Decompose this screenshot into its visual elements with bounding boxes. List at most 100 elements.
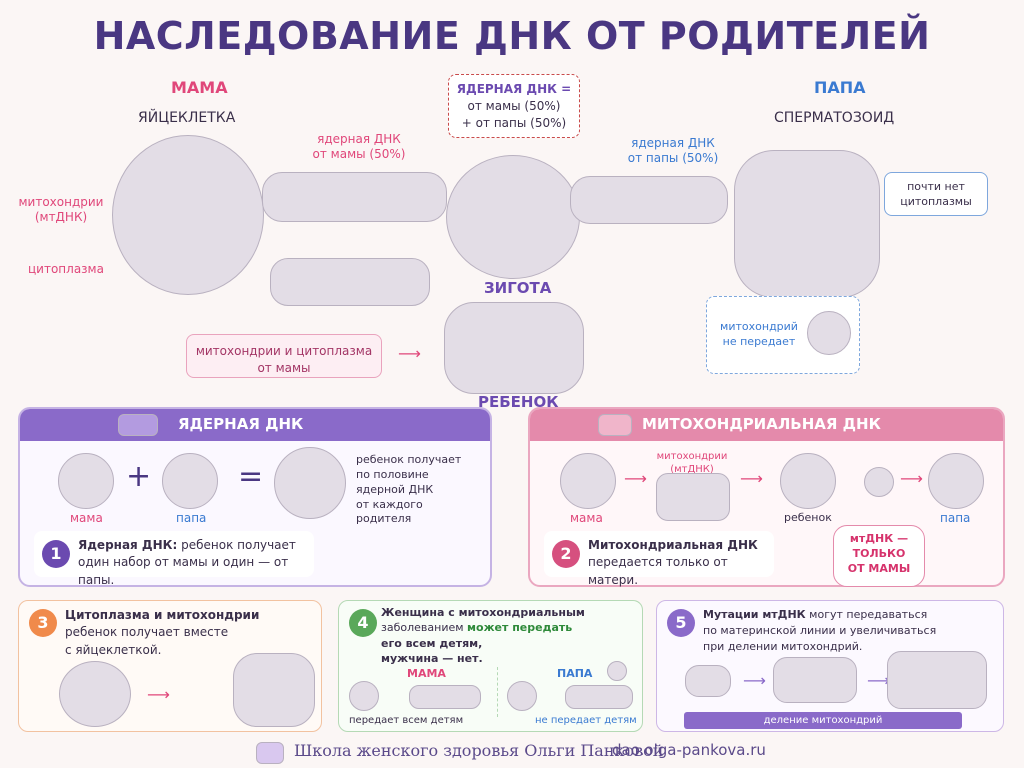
mother-caption: мама — [70, 511, 103, 525]
equals-sign: = — [238, 459, 264, 494]
egg-cell-label: ЯЙЦЕКЛЕТКА — [138, 110, 236, 126]
fact-2-text: передается только от матери. — [588, 555, 728, 587]
father-avatar — [928, 453, 984, 509]
fact-number-4: 4 — [349, 609, 377, 637]
fact-3-rest: ребенок получает вместе с яйцеклеткой. — [65, 625, 229, 657]
maternal-dna-image — [262, 172, 447, 222]
mother-avatar — [560, 453, 616, 509]
zygote-label: ЗИГОТА — [484, 279, 552, 297]
arrow-icon: ⟶ — [740, 469, 763, 488]
fact-3-text: Цитоплазма и митохондрии ребенок получае… — [65, 607, 315, 659]
dna-icon — [118, 414, 158, 436]
mito-group-image — [773, 657, 857, 703]
arrow-icon: ⟶ — [743, 671, 766, 690]
formula-line1: от мамы (50%) — [467, 98, 561, 113]
mitochondrion-image — [685, 665, 731, 697]
mitochondria-icon — [598, 414, 632, 436]
fact-4-text: Женщина с митохондриальным заболеванием … — [381, 605, 637, 667]
fact-number-2: 2 — [552, 540, 580, 568]
nuclear-panel-title: ЯДЕРНАЯ ДНК — [178, 415, 304, 433]
papa-label: ПАПА — [814, 78, 866, 97]
egg-cell-small-image — [59, 661, 131, 727]
mother-caption: мама — [570, 511, 603, 525]
cyto-label: цитоплазма — [28, 262, 104, 276]
no-mito-icon — [607, 661, 627, 681]
fact-4-line2: заболеванием — [381, 621, 468, 635]
mito-label: митохондрии (мтДНК) — [18, 195, 104, 224]
child-label: РЕБЕНОК — [478, 393, 559, 411]
box4-papa-sub: не передает детям — [535, 715, 637, 726]
fact-number-1: 1 — [42, 540, 70, 568]
formula-line2: + от папы (50%) — [461, 115, 567, 130]
fact-box-5: 5 Мутации мтДНК могут передаваться по ма… — [656, 600, 1004, 732]
page-title: НАСЛЕДОВАНИЕ ДНК ОТ РОДИТЕЛЕЙ — [93, 14, 931, 58]
fact-1: 1 Ядерная ДНК: ребенок получает один наб… — [34, 531, 314, 587]
children-group-image — [409, 685, 481, 709]
fact-box-4: 4 Женщина с митохондриальным заболевание… — [338, 600, 643, 732]
mito-only-mother-badge: мтДНК — ТОЛЬКО ОТ МАМЫ — [833, 525, 925, 587]
fact-4-bold: Женщина с митохондриальным — [381, 606, 585, 619]
box4-mama-label: МАМА — [407, 667, 446, 680]
fact-number-5: 5 — [667, 609, 695, 637]
arrow-icon: ⟶ — [147, 685, 170, 704]
mother-avatar — [349, 681, 379, 711]
arrow-icon: ⟶ — [867, 671, 890, 690]
footer-site[interactable]: dao.olga-pankova.ru — [612, 741, 766, 759]
mother-avatar — [58, 453, 114, 509]
mito-flow-image — [270, 258, 430, 306]
mito-caption: митохондрии (мтДНК) — [656, 451, 728, 475]
no-mito-box: митохондрий не передает — [706, 296, 860, 374]
arrow-icon: ⟶ — [398, 344, 421, 363]
arrow-icon: ⟶ — [624, 469, 647, 488]
fact-4-green: может передать — [467, 621, 573, 635]
mito-panel-title: МИТОХОНДРИАЛЬНАЯ ДНК — [642, 415, 881, 433]
fact-4-line3: его всем детям, — [381, 636, 483, 650]
child-caption: ребенок — [784, 511, 832, 524]
fact-2-bold: Митохондриальная ДНК — [588, 538, 758, 552]
father-caption: папа — [940, 511, 971, 525]
fact-5-rest: могут передаваться по материнской линии … — [703, 608, 937, 653]
maternal-dna-label: ядерная ДНК от мамы (50%) — [312, 132, 406, 161]
mama-label: МАМА — [171, 78, 228, 97]
mito-from-mother-note: митохондрии и цитоплазма от мамы — [186, 334, 382, 378]
father-caption: папа — [176, 511, 207, 525]
sperm-label: СПЕРМАТОЗОИД — [774, 110, 895, 126]
mito-cluster-image — [656, 473, 730, 521]
child-avatar — [780, 453, 836, 509]
box4-papa-label: ПАПА — [557, 667, 593, 680]
lotus-icon — [256, 742, 284, 764]
no-cytoplasm-note: почти нет цитоплазмы — [884, 172, 988, 216]
child-image — [444, 302, 584, 394]
mito-dna-panel: МИТОХОНДРИАЛЬНАЯ ДНК мама ⟶ митохондрии … — [528, 407, 1005, 587]
chromosome-image — [274, 447, 346, 519]
fact-box-3: 3 Цитоплазма и митохондрии ребенок получ… — [18, 600, 322, 732]
nuclear-desc: ребенок получает по половине ядерной ДНК… — [356, 453, 462, 526]
fact-3-bold: Цитоплазма и митохондрии — [65, 608, 260, 622]
child-small-image — [233, 653, 315, 727]
arrow-icon: ⟶ — [900, 469, 923, 488]
footer-school: Школа женского здоровья Ольги Панковой — [294, 741, 664, 760]
divider — [497, 667, 498, 717]
father-avatar — [507, 681, 537, 711]
children-group-image — [565, 685, 633, 709]
egg-cell-image — [112, 135, 264, 295]
fact-5-bold: Мутации мтДНК — [703, 608, 806, 621]
plus-sign: + — [126, 459, 152, 494]
paternal-dna-image — [570, 176, 728, 224]
paternal-dna-label: ядерная ДНК от папы (50%) — [627, 136, 719, 165]
fact-number-3: 3 — [29, 609, 57, 637]
box4-mama-sub: передает всем детям — [349, 715, 464, 726]
formula-head: ЯДЕРНАЯ ДНК = — [456, 82, 572, 96]
no-mito-icon — [864, 467, 894, 497]
sperm-image — [734, 150, 880, 298]
fact-2: 2 Митохондриальная ДНК передается только… — [544, 531, 774, 587]
fact-1-text: ребенок получает один набор от мамы и од… — [78, 538, 296, 587]
zygote-image — [446, 155, 580, 279]
nuclear-dna-formula: ЯДЕРНАЯ ДНК = от мамы (50%) + от папы (5… — [448, 74, 580, 138]
mito-group-image — [887, 651, 987, 709]
no-mito-label: митохондрий не передает — [720, 320, 798, 349]
father-avatar — [162, 453, 218, 509]
fact-4-line4: мужчина — нет. — [381, 652, 483, 666]
fact-1-bold: Ядерная ДНК: — [78, 538, 178, 552]
division-bar: деление митохондрий — [684, 712, 962, 729]
